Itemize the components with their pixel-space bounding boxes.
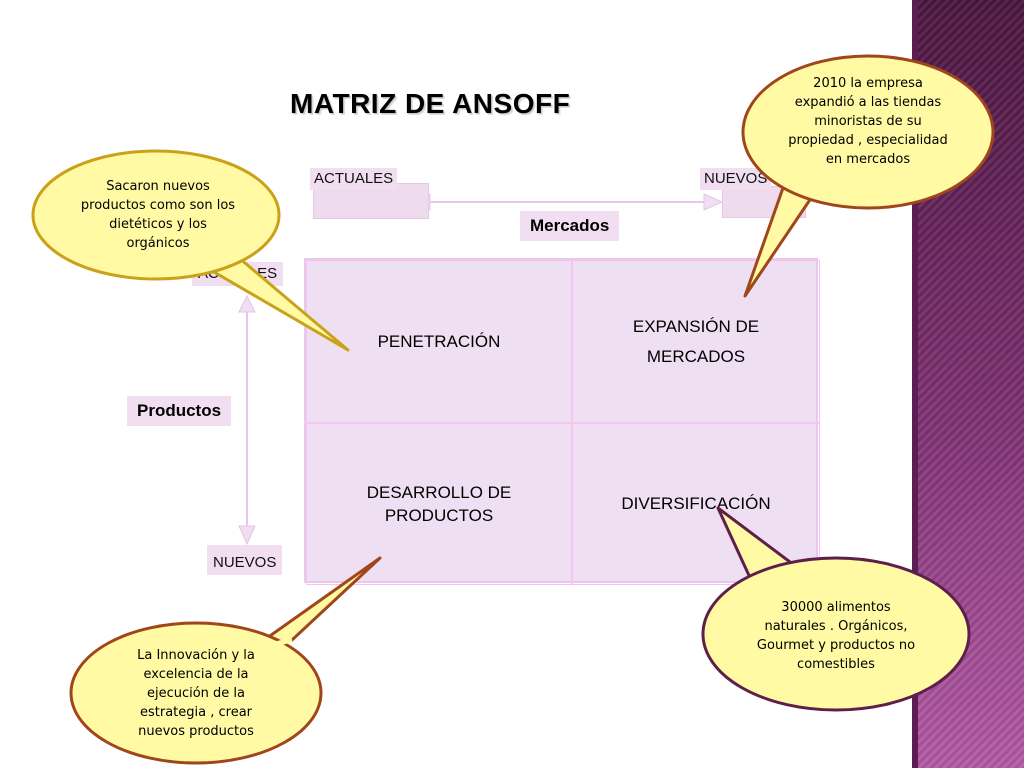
markets-arrow-head — [703, 193, 724, 211]
markets-axis-label: Mercados — [520, 211, 620, 241]
expansion-label: EXPANSIÓN DE MERCADOS — [632, 316, 760, 366]
products-bottom-label: NUEVOS — [207, 545, 283, 575]
page-title: MATRIZ DE ANSOFF — [290, 88, 571, 119]
penetracion-callout-text: Sacaron nuevos productos como son los di… — [80, 179, 236, 251]
expansion-callout-joint — [789, 165, 827, 179]
expansion-callout-text: 2010 la empresa expandió a las tiendas m… — [788, 76, 948, 167]
products-arrow-head-down — [238, 525, 256, 546]
diversificacion-callout — [701, 556, 971, 712]
markets-left-label: ACTUALES — [310, 168, 398, 190]
diversificacion-callout-text: 30000 alimentos naturales . Orgánicos, G… — [756, 600, 916, 672]
penetracion-callout — [31, 149, 281, 281]
desarrollo-callout-joint — [249, 637, 293, 653]
cell-desarrollo: DESARROLLO DE PRODUCTOS — [306, 423, 572, 585]
desarrollo-label: DESARROLLO DE PRODUCTOS — [366, 483, 512, 525]
desarrollo-callout-text: La Innovación y la excelencia de la ejec… — [137, 648, 255, 739]
diversificacion-callout-joint — [751, 565, 799, 585]
cell-expansion: EXPANSIÓN DE MERCADOS — [572, 260, 820, 423]
products-arrow-head-up — [238, 294, 256, 313]
cell-diversificacion: DIVERSIFICACIÓN — [572, 423, 820, 585]
penetracion-callout-joint — [189, 249, 233, 261]
products-axis-label: Productos — [127, 396, 232, 426]
cell-penetracion: PENETRACIÓN — [306, 260, 572, 423]
desarrollo-callout — [69, 621, 323, 765]
penetracion-label: PENETRACIÓN — [377, 331, 501, 351]
markets-right-label: NUEVOS — [700, 168, 772, 190]
diversificacion-label: DIVERSIFICACIÓN — [621, 494, 771, 513]
